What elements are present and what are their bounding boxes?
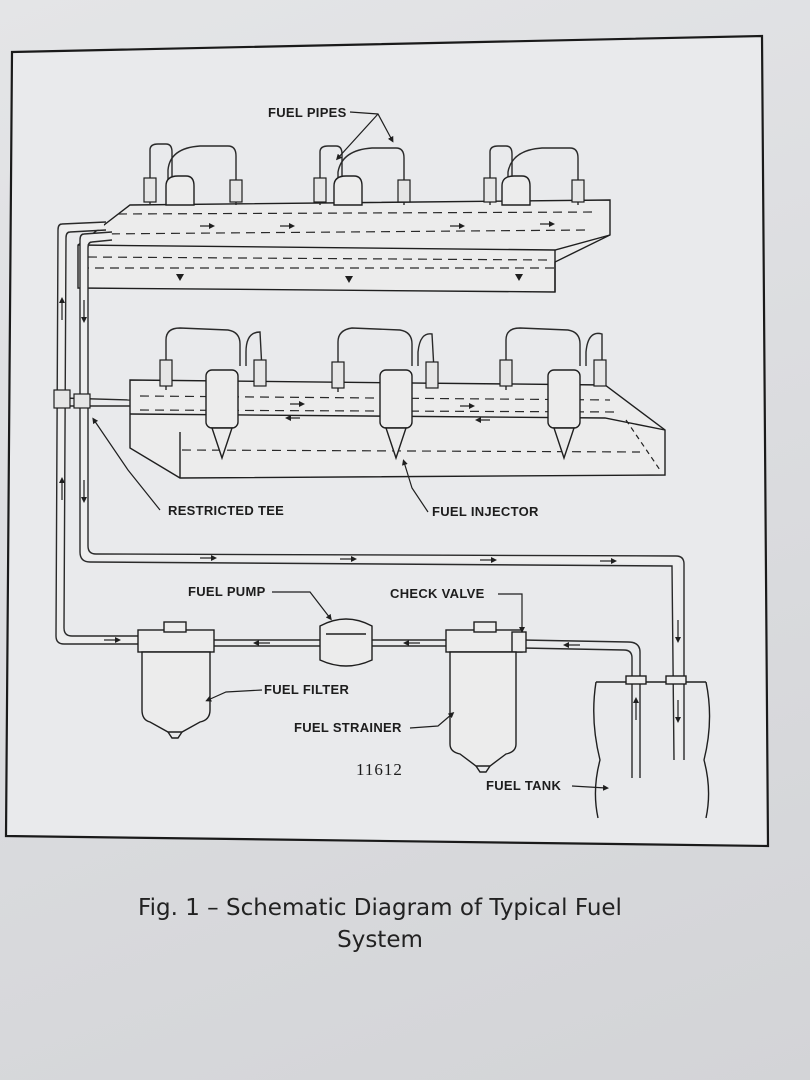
leader-lines xyxy=(92,111,609,791)
label-check-valve: CHECK VALVE xyxy=(390,586,485,601)
label-fuel-pipes: FUEL PIPES xyxy=(268,105,347,120)
caption-line-1: Fig. 1 – Schematic Diagram of Typical Fu… xyxy=(138,895,622,921)
caption-line-2: System xyxy=(337,927,423,953)
fuel-pump xyxy=(319,618,373,667)
label-fuel-pump: FUEL PUMP xyxy=(188,584,266,599)
upper-fuel-pipes xyxy=(143,143,585,206)
fuel-lines xyxy=(53,221,685,778)
label-fuel-strainer: FUEL STRAINER xyxy=(294,720,402,735)
figure-caption: Fig. 1 – Schematic Diagram of Typical Fu… xyxy=(60,892,700,956)
figure-number: 11612 xyxy=(356,760,403,779)
fuel-filter xyxy=(137,621,215,739)
lower-cylinder-head xyxy=(129,327,666,479)
label-fuel-injector: FUEL INJECTOR xyxy=(432,504,539,519)
fuel-strainer xyxy=(445,621,527,773)
fuel-injectors xyxy=(205,369,581,461)
upper-cylinder-head xyxy=(77,143,611,293)
label-fuel-filter: FUEL FILTER xyxy=(264,682,349,697)
label-restricted-tee: RESTRICTED TEE xyxy=(168,503,284,518)
label-fuel-tank: FUEL TANK xyxy=(486,778,561,793)
fuel-tank xyxy=(593,675,711,819)
